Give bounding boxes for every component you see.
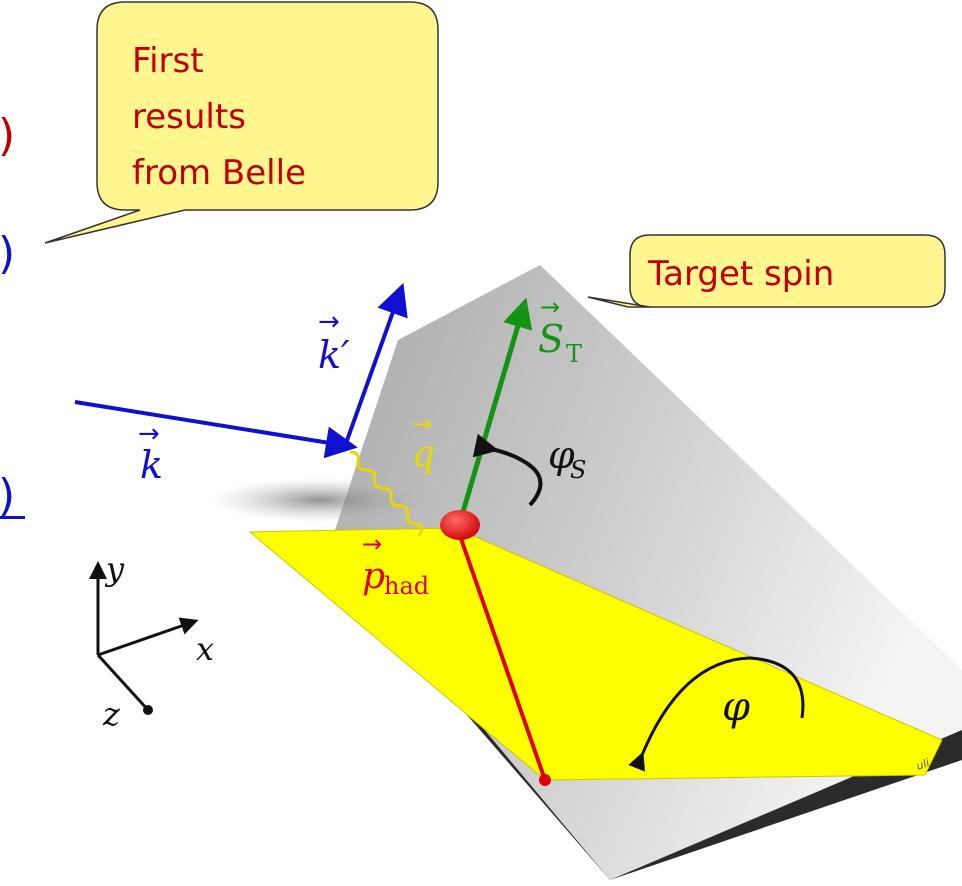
- watermark-text: uli: [915, 756, 932, 773]
- phi-s-sub-label: S: [570, 456, 586, 484]
- spin-vector: [457, 297, 533, 523]
- k-prime-arrow-mark: →: [318, 307, 340, 337]
- coordinate-axes: [89, 561, 199, 715]
- axis-label-x: x: [196, 630, 214, 668]
- belle-callout-line-3: from Belle: [132, 153, 306, 193]
- axis-label-y: y: [104, 550, 125, 588]
- beam-shadow: [210, 478, 430, 522]
- q-label: q: [412, 434, 435, 475]
- p-had-sub-label: had: [384, 572, 429, 600]
- k-arrow-mark: →: [138, 419, 160, 449]
- k-prime-label: k′: [318, 333, 350, 377]
- hadron-vector: [456, 529, 547, 781]
- left-fragment-bottom: ): [0, 470, 15, 521]
- photon-q: [349, 450, 424, 537]
- belle-callout-line-2: results: [132, 97, 246, 137]
- vertex: [440, 510, 480, 540]
- p-arrow-mark: →: [362, 530, 382, 558]
- axis-label-z: z: [102, 695, 121, 733]
- k-prime-vector: [343, 282, 408, 447]
- p-had-label: p: [362, 556, 385, 597]
- belle-callout-bubble: [44, 1, 439, 244]
- spin-callout-bubble: [587, 234, 946, 308]
- k-vector: [74, 400, 358, 459]
- phi-arc: [628, 656, 805, 772]
- phi-label: φ: [722, 684, 750, 730]
- s-arrow-mark: →: [540, 293, 560, 321]
- spin-callout-text: Target spin: [647, 254, 834, 294]
- k-label: k: [140, 443, 163, 487]
- left-fragment-underline: [0, 516, 25, 519]
- left-fragment-top: ): [0, 110, 15, 161]
- phi-s-label: φ: [548, 433, 575, 477]
- belle-callout-line-1: First: [132, 41, 204, 81]
- hadron-tip: [539, 774, 551, 786]
- s-label: S: [538, 317, 564, 361]
- left-fragment-middle: ): [0, 228, 15, 279]
- q-arrow-mark: →: [412, 410, 432, 438]
- phi-s-arc: [472, 433, 543, 507]
- s-sub-label: T: [566, 340, 582, 368]
